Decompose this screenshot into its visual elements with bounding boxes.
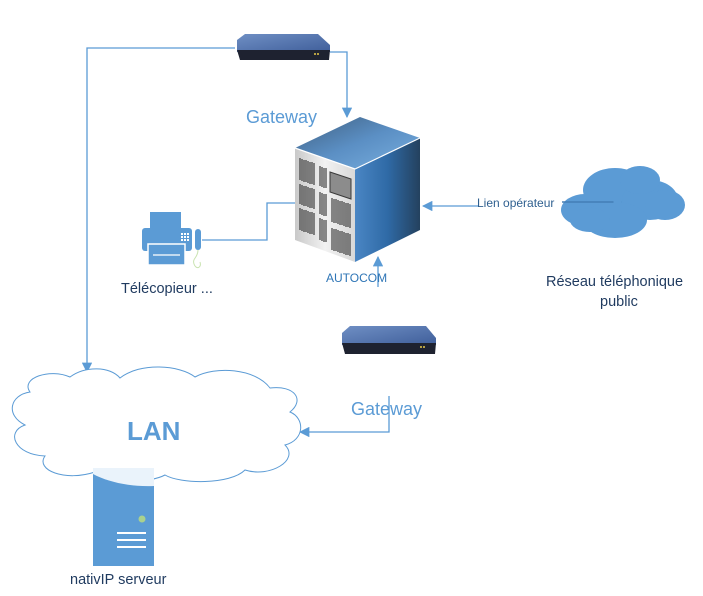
pstn-label-line1: Réseau téléphonique <box>546 274 684 290</box>
gateway-bottom-label: Gateway <box>351 399 423 419</box>
server-label: nativIP serveur <box>70 572 167 588</box>
cube-vents <box>299 158 351 256</box>
lan-label: LAN <box>127 416 181 446</box>
edge-gateway-top-to-autocom <box>330 51 353 119</box>
gateway-router-icon[interactable] <box>342 326 436 354</box>
pstn-link-label: Lien opérateur <box>477 196 555 210</box>
pbx-server-cube-icon[interactable] <box>294 117 421 262</box>
pstn-label-line2: public <box>600 294 638 310</box>
gateway-router-icon[interactable] <box>237 34 330 60</box>
gateway-top-label: Gateway <box>246 107 318 127</box>
edge-fax-to-autocom <box>202 202 295 241</box>
fax-icon[interactable] <box>142 212 201 269</box>
tower-server-icon[interactable] <box>93 468 154 566</box>
edge-gateway-bottom-to-lan <box>298 396 390 438</box>
fax-label: Télécopieur ... <box>121 281 213 297</box>
autocom-label: AUTOCOM <box>326 271 388 285</box>
cloud-filled-icon[interactable] <box>561 166 685 238</box>
cloud-outline-icon[interactable] <box>12 366 302 482</box>
edge-gateway-top-to-lan <box>81 47 235 374</box>
